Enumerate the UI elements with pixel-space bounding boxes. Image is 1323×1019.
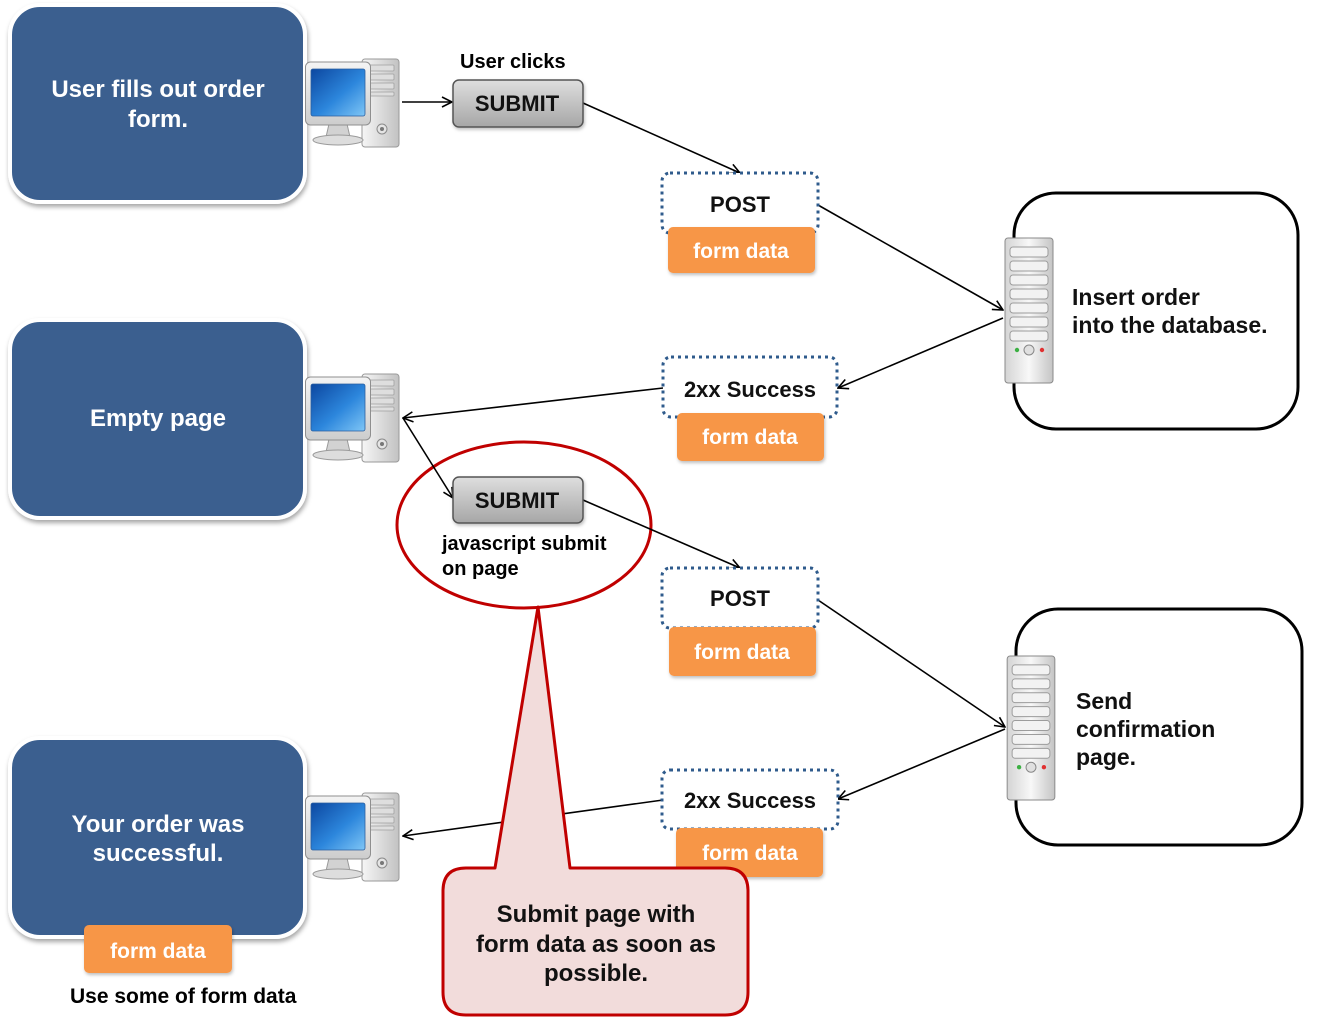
payload-background (677, 413, 824, 461)
highlight-ellipse (395, 440, 653, 610)
client-caption: Use some of form data (70, 985, 297, 1008)
message-method: 2xx Success (684, 788, 816, 813)
payload-background (84, 925, 232, 973)
client-box-text-line: successful. (93, 840, 224, 867)
client-box-empty-page: Empty page (8, 318, 307, 520)
message-method: 2xx Success (684, 377, 816, 402)
submit-caption: on page (442, 558, 519, 580)
message-post: POST form data (660, 171, 820, 273)
callout-text-line: form data as soon as (476, 931, 716, 958)
server-text-line: confirmation (1076, 716, 1215, 742)
arrow-client-to-js-submit (402, 417, 453, 498)
payload-background (676, 828, 823, 877)
desktop-computer-icon (305, 373, 400, 463)
server-text-line: into the database. (1072, 312, 1268, 338)
client-box-order-form: User fills out order form. (8, 3, 307, 204)
server-tower-icon (1006, 655, 1056, 801)
arrow-post-to-server (817, 204, 1003, 310)
message-post: POST form data (660, 566, 820, 676)
arrow-submit-to-post (582, 102, 740, 173)
payload-label: form data (702, 842, 798, 865)
server-box-border (1012, 191, 1300, 431)
callout-shape (441, 605, 750, 1017)
server-text-line: Insert order (1072, 284, 1200, 310)
arrow-server-to-success (838, 317, 1004, 388)
submit-caption: javascript submit (441, 533, 607, 555)
client-box-text-line: Empty page (90, 405, 226, 432)
message-border (660, 768, 840, 831)
server-text-line: page. (1076, 744, 1136, 770)
message-border (660, 171, 820, 235)
message-method: POST (710, 586, 770, 611)
server-tower-icon (1004, 237, 1054, 384)
submit-button[interactable]: SUBMIT (452, 79, 584, 128)
callout: Submit page with form data as soon as po… (441, 605, 750, 1017)
desktop-computer-icon (305, 58, 400, 148)
payload-label: form data (110, 940, 206, 963)
submit-caption: User clicks (460, 51, 566, 73)
server-box-insert-order: Insert order into the database. (1004, 191, 1300, 431)
arrow-server-to-success (838, 728, 1006, 799)
arrow-js-submit-to-post (582, 499, 740, 568)
submit-button-background (452, 476, 584, 524)
message-success: 2xx Success form data (661, 355, 839, 461)
client-box-text-line: User fills out order (51, 76, 264, 103)
arrow-success-to-client (403, 387, 664, 418)
callout-text-line: possible. (544, 960, 648, 987)
payload-background (669, 627, 816, 676)
server-box-send-confirmation: Send confirmation page. (1006, 607, 1304, 847)
client-box-text-line: form. (128, 106, 188, 133)
submit-button-label: SUBMIT (475, 91, 560, 116)
client-box-background (8, 3, 307, 204)
message-border (661, 355, 839, 419)
submit-button-background (452, 79, 584, 128)
arrow-post-to-server (817, 599, 1005, 727)
client-box-text-line: Your order was (72, 811, 245, 838)
js-submit-button[interactable]: SUBMIT (452, 476, 584, 524)
payload-label: form data (693, 240, 789, 263)
payload-background (668, 227, 815, 273)
message-border (660, 566, 820, 630)
payload-label: form data (694, 641, 790, 664)
payload-label: form data (702, 426, 798, 449)
callout-text-line: Submit page with (497, 901, 696, 928)
desktop-computer-icon (305, 792, 400, 882)
message-method: POST (710, 192, 770, 217)
message-success: 2xx Success form data (660, 768, 840, 877)
submit-button-label: SUBMIT (475, 488, 560, 513)
server-text-line: Send (1076, 688, 1132, 714)
client-payload-tag: form data (84, 925, 232, 973)
client-box-order-success: Your order was successful. (8, 736, 307, 939)
